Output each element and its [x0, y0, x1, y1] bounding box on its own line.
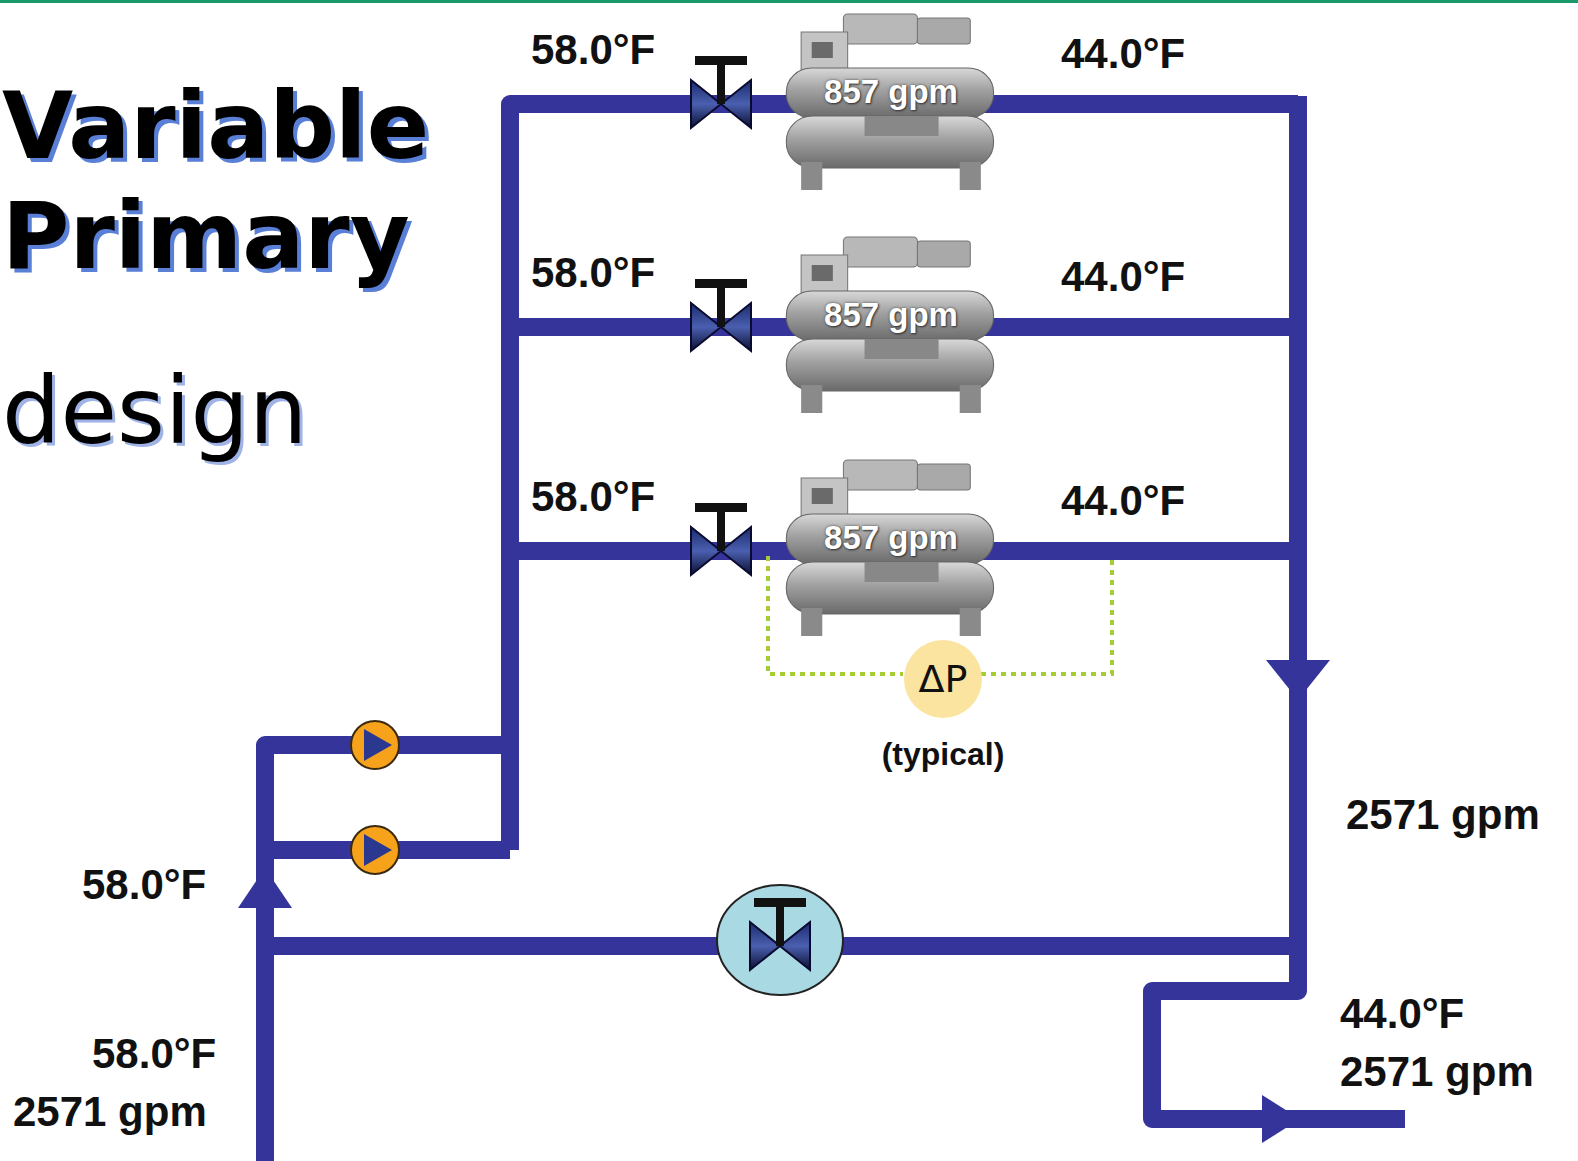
temperature-label: 58.0°F	[531, 27, 655, 73]
pipes	[265, 96, 1405, 1161]
temperature-label: 44.0°F	[1061, 31, 1185, 77]
top-rule	[0, 0, 1578, 3]
flow-rate: 857 gpm	[780, 519, 1002, 557]
temperature-label: 58.0°F	[92, 1031, 216, 1077]
chiller-unit: 857 gpm	[780, 235, 1002, 415]
temperature-label: 44.0°F	[1340, 991, 1464, 1037]
flow-rate: 857 gpm	[780, 73, 1002, 111]
slide-title: Variable Primary	[2, 72, 472, 292]
flow-label: 2571 gpm	[13, 1089, 207, 1135]
title-subword: design	[2, 361, 307, 462]
note-label: (typical)	[882, 737, 1005, 772]
temperature-label: 44.0°F	[1061, 478, 1185, 524]
differential-pressure-sensor: ΔP	[897, 639, 989, 719]
bypass-valve	[717, 885, 843, 995]
sensor-symbol: ΔP	[897, 657, 989, 701]
temperature-label: 44.0°F	[1061, 254, 1185, 300]
temperature-label: 58.0°F	[531, 250, 655, 296]
flow-label: 2571 gpm	[1346, 792, 1540, 838]
flow-arrows	[238, 660, 1330, 1143]
chiller-unit: 857 gpm	[780, 12, 1002, 192]
pumps	[351, 721, 399, 874]
isolation-valves	[691, 56, 751, 575]
flow-rate: 857 gpm	[780, 296, 1002, 334]
temperature-label: 58.0°F	[531, 474, 655, 520]
chiller-unit: 857 gpm	[780, 458, 1002, 638]
temperature-label: 58.0°F	[82, 862, 206, 908]
flow-label: 2571 gpm	[1340, 1049, 1534, 1095]
